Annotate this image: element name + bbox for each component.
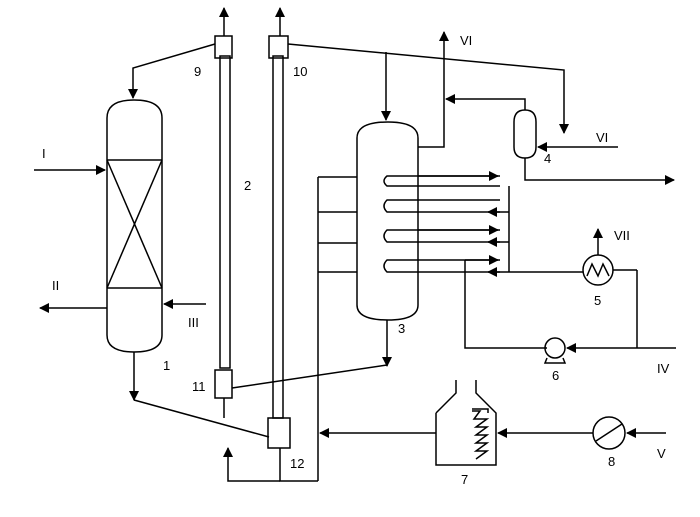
unit-label-12: 12 bbox=[290, 456, 304, 471]
separation-column bbox=[356, 121, 419, 321]
unit-label-5: 5 bbox=[594, 293, 601, 308]
unit-label-8: 8 bbox=[608, 454, 615, 469]
tube-2-left bbox=[214, 35, 233, 399]
stream-label-vii: VII bbox=[614, 228, 630, 243]
stream-label-vi-top: VI bbox=[460, 33, 472, 48]
unit-label-1: 1 bbox=[163, 358, 170, 373]
unit-label-11: 11 bbox=[192, 379, 206, 394]
stream-label-v: V bbox=[657, 446, 666, 461]
pipelines bbox=[34, 7, 676, 482]
tube-2-right bbox=[267, 35, 291, 449]
unit-labels: 1 2 3 4 5 6 7 8 9 10 11 12 bbox=[163, 64, 615, 487]
unit-label-9: 9 bbox=[194, 64, 201, 79]
furnace bbox=[435, 380, 497, 466]
unit-label-7: 7 bbox=[461, 472, 468, 487]
pump bbox=[543, 337, 567, 364]
stream-labels: I II III IV V VI VI VII bbox=[42, 33, 670, 461]
stream-label-iii: III bbox=[188, 315, 199, 330]
unit-label-2: 2 bbox=[244, 178, 251, 193]
reactor-column bbox=[106, 99, 163, 353]
separator-vessel bbox=[513, 109, 537, 159]
stream-label-ii: II bbox=[52, 278, 59, 293]
unit-label-4: 4 bbox=[544, 151, 551, 166]
unit-label-10: 10 bbox=[293, 64, 307, 79]
stream-label-iv: IV bbox=[657, 361, 670, 376]
heat-exchanger bbox=[582, 254, 614, 286]
stream-label-i: I bbox=[42, 146, 46, 161]
unit-label-6: 6 bbox=[552, 368, 559, 383]
compressor bbox=[592, 416, 626, 450]
stream-label-vi-right: VI bbox=[596, 130, 608, 145]
unit-label-3: 3 bbox=[398, 321, 405, 336]
heating-coils bbox=[383, 175, 500, 273]
